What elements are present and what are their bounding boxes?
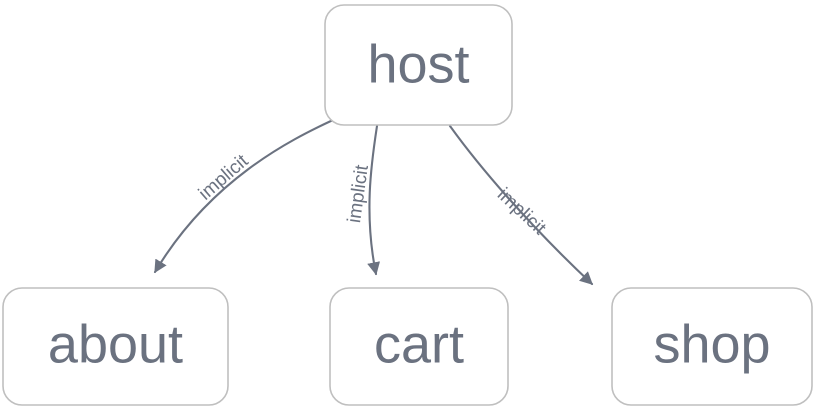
edge-host-cart-path [367, 124, 381, 276]
edge-host-shop-label: implicit [493, 184, 550, 239]
edge-host-about[interactable]: implicit [153, 118, 335, 274]
node-about-box [2, 287, 229, 406]
node-about-label: about [48, 314, 183, 374]
node-cart[interactable]: cart [329, 287, 509, 406]
edge-host-about-label: implicit [195, 150, 253, 204]
edge-host-about-path [153, 118, 335, 274]
node-cart-box [329, 287, 509, 406]
node-shop[interactable]: shop [611, 287, 813, 406]
node-cart-label: cart [374, 314, 464, 374]
node-host-label: host [367, 34, 469, 94]
node-about[interactable]: about [2, 287, 229, 406]
edge-host-cart[interactable]: implicit [344, 124, 381, 276]
node-shop-label: shop [653, 314, 770, 374]
node-shop-box [611, 287, 813, 406]
edge-host-shop-path [448, 124, 594, 286]
edge-host-shop[interactable]: implicit [448, 124, 594, 286]
node-host-box [324, 4, 513, 126]
node-host[interactable]: host [324, 4, 513, 126]
